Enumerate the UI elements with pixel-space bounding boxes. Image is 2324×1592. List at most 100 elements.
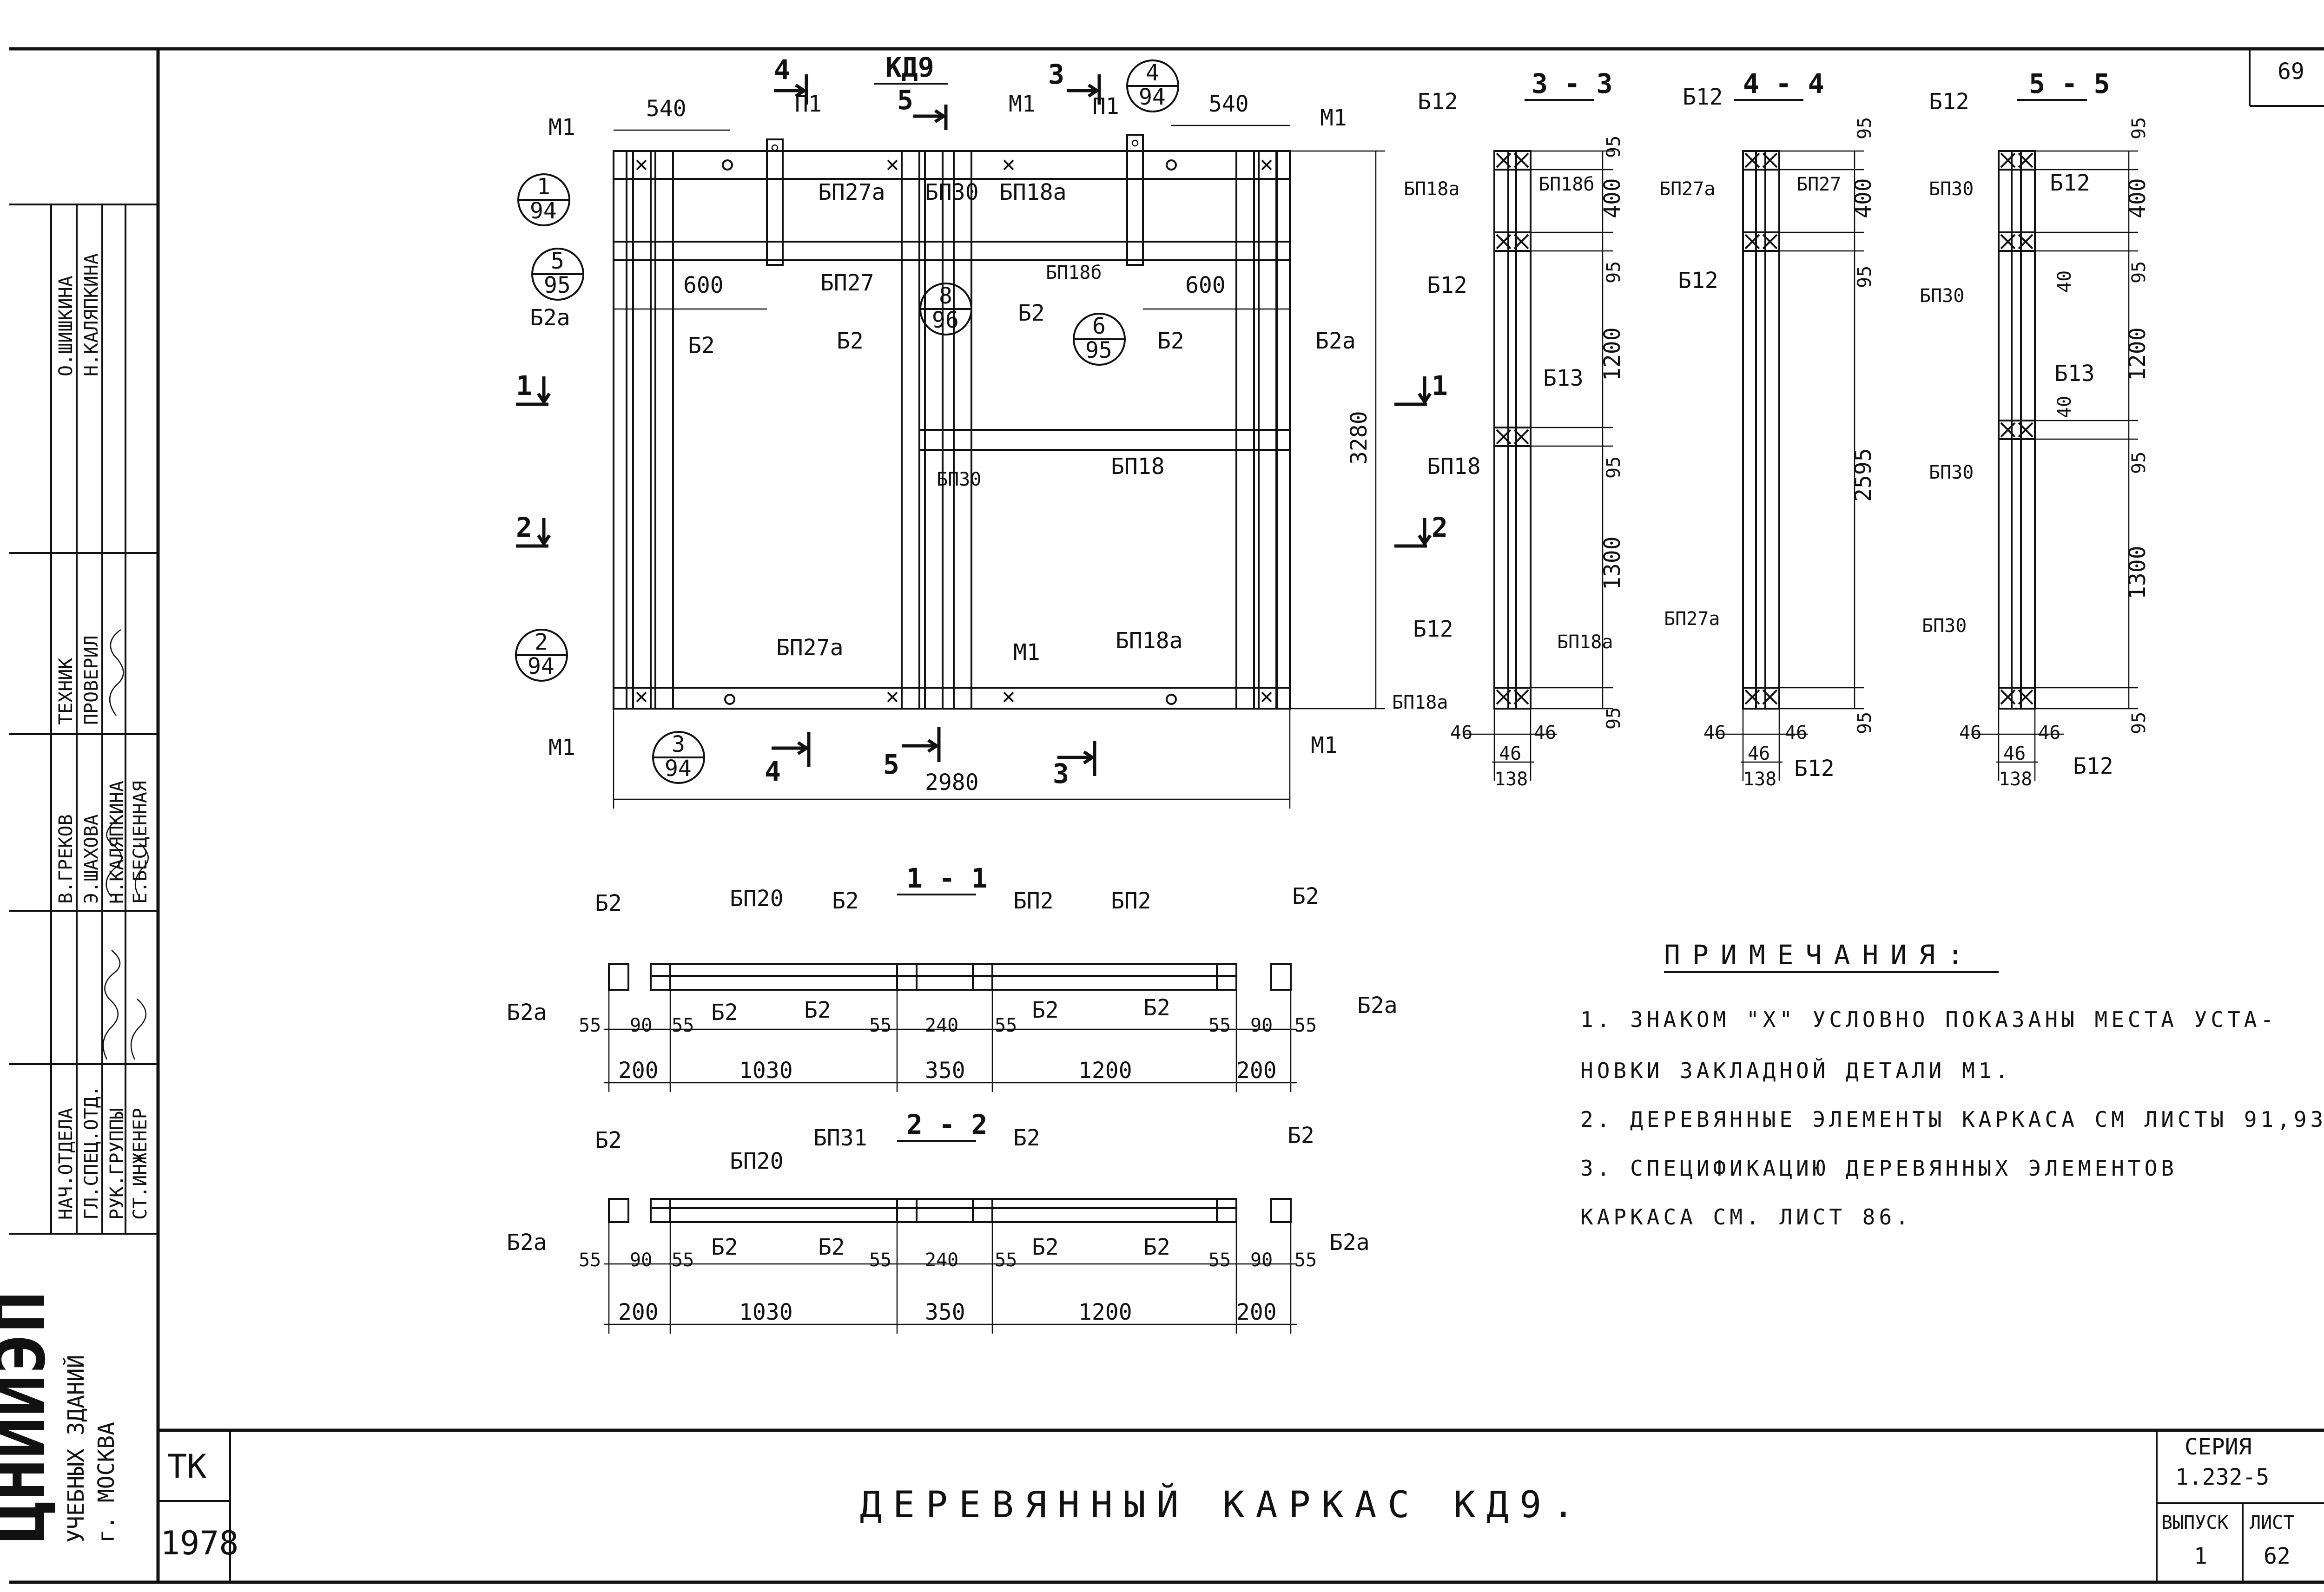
s11-bp2-2: БП2	[1111, 888, 1151, 914]
s11-b2a-right: Б2а	[1357, 993, 1398, 1019]
stamp-signatures	[102, 629, 149, 1060]
s55-dim-5: 1200	[2125, 327, 2151, 381]
stamp-upper-name-1: О.ШИШКИНА	[55, 276, 77, 376]
s33-dim-h4: 138	[1494, 769, 1528, 790]
s44-label-b12-mid: Б12	[1678, 268, 1718, 294]
s33-label-bp18b: БП18б	[1538, 174, 1594, 195]
stamp-org-city: г. МОСКВА	[93, 1422, 119, 1543]
section-5-5: 5 - 5 Б12 БП30 Б12 БП30	[1920, 68, 2151, 790]
s11-b2-4: Б2	[711, 1000, 738, 1026]
s44-dim-h3: 46	[1748, 743, 1770, 764]
callout-8-sheet: 96	[932, 307, 959, 333]
s44-dim-1: 95	[1854, 117, 1875, 139]
s22-b2-3: Б2	[1287, 1123, 1314, 1149]
notes-heading: ПРИМЕЧАНИЯ:	[1664, 939, 1975, 971]
s55-dim-h2: 46	[2038, 722, 2060, 743]
s22-da-3: 55	[672, 1250, 694, 1271]
notes-block: ПРИМЕЧАНИЯ: 1. ЗНАКОМ "Х" УСЛОВНО ПОКАЗА…	[1580, 939, 2323, 1230]
note-line-1: 1. ЗНАКОМ "Х" УСЛОВНО ПОКАЗАНЫ МЕСТА УСТ…	[1580, 1007, 2277, 1032]
s44-label-bp27a: БП27а	[1659, 178, 1715, 200]
stamp-role-3: РУК.ГРУППЫ	[106, 1108, 128, 1220]
s33-dim-1: 95	[1603, 136, 1624, 158]
s55-dim-4: 40	[2054, 270, 2075, 293]
dim-mid-right: 600	[1185, 272, 1226, 298]
section-3-3-title: 3 - 3	[1532, 68, 1613, 99]
stamp-sheet-label: ЛИСТ	[2250, 1512, 2294, 1533]
section-2-2: 2 - 2 Б2 БП20 БП31 Б2 Б2 Б2а Б2	[507, 1109, 1370, 1334]
callout-4-sheet: 94	[1139, 84, 1166, 110]
label-bp30-top: БП30	[925, 179, 979, 205]
s22-bp31: БП31	[813, 1125, 867, 1151]
s22-db-4: 1200	[1078, 1299, 1132, 1325]
s22-db-2: 1030	[739, 1299, 793, 1325]
s22-da-7: 55	[1208, 1250, 1231, 1271]
callout-4-num: 4	[1146, 60, 1159, 86]
label-m1-bottom: М1	[1013, 639, 1040, 665]
s44-label-bp27a-bottom: БП27а	[1664, 608, 1720, 630]
s33-dim-h1: 46	[1450, 722, 1472, 743]
note-line-2: НОВКИ ЗАКЛАДНОЙ ДЕТАЛИ М1.	[1580, 1058, 2012, 1083]
s55-dim-9: 95	[2128, 712, 2150, 734]
stamp-issue-label: ВЫПУСК	[2161, 1512, 2229, 1533]
s22-da-5: 240	[925, 1250, 958, 1271]
label-bp18: БП18	[1111, 454, 1165, 480]
s11-da-2: 90	[630, 1015, 652, 1036]
s11-b2-7: Б2	[1143, 995, 1170, 1021]
dim-overall-width: 2980	[925, 770, 979, 796]
cut-5-bottom: 5	[883, 749, 899, 780]
s55-dim-6: 40	[2054, 396, 2075, 418]
s22-da-6: 55	[995, 1250, 1017, 1271]
s44-dim-h4: 138	[1743, 769, 1776, 790]
s11-da-3: 55	[672, 1015, 694, 1036]
s33-label-bp18a-right: БП18а	[1557, 632, 1613, 653]
s22-b2-2: Б2	[1013, 1125, 1040, 1151]
cut-4-bottom: 4	[765, 756, 781, 787]
s22-db-5: 200	[1236, 1299, 1277, 1325]
s22-db-1: 200	[618, 1299, 659, 1325]
cut-1-left: 1	[516, 370, 532, 401]
stamp-year: 1978	[160, 1524, 239, 1562]
stamp-series-label: СЕРИЯ	[2185, 1434, 2252, 1460]
s44-label-b12-top: Б12	[1683, 84, 1723, 110]
s44-label-b12-bottom: Б12	[1794, 756, 1835, 782]
label-bp18b: БП18б	[1046, 262, 1102, 283]
label-bp30-mid: БП30	[937, 469, 981, 490]
label-bp18a-top: БП18а	[999, 179, 1067, 205]
s55-label-bp30-bottom: БП30	[1922, 615, 1967, 637]
s33-label-bp18a: БП18а	[1404, 178, 1459, 200]
section-1-1-title: 1 - 1	[906, 862, 988, 894]
s55-label-bp30-mid: БП30	[1920, 285, 1964, 307]
callout-2-num: 2	[535, 629, 548, 655]
s33-dim-5: 95	[1603, 456, 1624, 479]
section-4-4: 4 - 4 Б12 БП27а БП27 Б12 БП27а Б12	[1659, 68, 1876, 790]
label-m1-bl: М1	[548, 735, 575, 761]
stamp-org-sub: УЧЕБНЫХ ЗДАНИЙ	[63, 1355, 89, 1543]
s55-dim-1: 95	[2128, 117, 2150, 139]
s22-db-3: 350	[925, 1299, 965, 1325]
s55-label-bp30-top: БП30	[1929, 178, 1974, 200]
page-number: 69	[2278, 59, 2304, 85]
s11-db-5: 200	[1236, 1058, 1277, 1084]
cut-2-left: 2	[516, 512, 532, 543]
s33-dim-7: 95	[1603, 707, 1624, 730]
s33-label-b12-mid: Б12	[1427, 272, 1467, 298]
callout-2-sheet: 94	[528, 653, 555, 679]
cut-4-top: 4	[774, 54, 790, 86]
s22-b2-1: Б2	[595, 1127, 622, 1153]
s11-bp20: БП20	[730, 886, 784, 912]
s44-dim-5: 95	[1854, 712, 1875, 734]
s22-da-1: 55	[579, 1250, 601, 1271]
s11-da-9: 55	[1294, 1015, 1317, 1036]
label-m1-br: М1	[1311, 732, 1338, 758]
label-bp18a-bottom: БП18а	[1116, 628, 1183, 654]
main-view: КД9	[515, 52, 1448, 809]
stamp-series: 1.232-5	[2175, 1464, 2269, 1490]
s33-label-bp18a-left: БП18а	[1392, 692, 1448, 713]
s55-dim-h4: 138	[1999, 769, 2032, 790]
callout-5-num: 5	[551, 248, 564, 274]
section-3-3: 3 - 3 Б12 БП18а БП18б Б12	[1392, 68, 1625, 790]
s11-b2-1: Б2	[595, 890, 622, 916]
s55-dim-7: 95	[2128, 452, 2150, 474]
stamp-role-4: СТ.ИНЖЕНЕР	[130, 1108, 151, 1220]
s11-b2-3: Б2	[1292, 883, 1319, 909]
